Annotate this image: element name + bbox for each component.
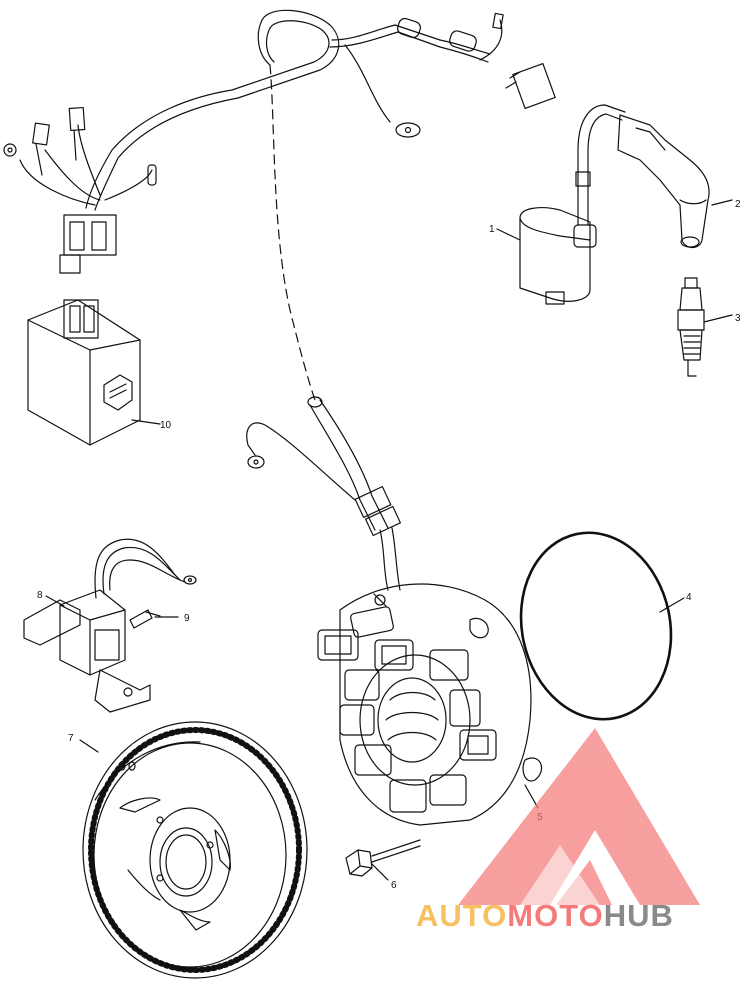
watermark-logo <box>458 728 700 905</box>
leader-4 <box>659 597 685 613</box>
spark-plug-cap <box>617 114 710 249</box>
o-ring <box>519 531 673 721</box>
spark-plug <box>677 277 705 377</box>
stator-coils <box>317 629 497 813</box>
watermark-auto: AUTO <box>416 898 508 933</box>
callout-6: 6 <box>391 880 397 891</box>
callout-1: 1 <box>489 224 495 235</box>
stator-bolt <box>345 839 421 877</box>
callout-labels: 1 2 3 4 5 6 7 8 9 10 <box>37 199 741 891</box>
stator-assembly <box>246 396 543 826</box>
leader-6 <box>371 863 389 881</box>
routing-dashed-line <box>269 64 316 401</box>
callout-8: 8 <box>37 590 43 601</box>
voltage-regulator <box>23 538 197 713</box>
callout-10: 10 <box>160 420 172 431</box>
leader-3 <box>703 314 733 323</box>
wiring-harness <box>3 9 556 274</box>
regulator-bolt <box>129 609 161 629</box>
leader-8 <box>45 595 65 607</box>
callout-2: 2 <box>735 199 741 210</box>
flywheel <box>82 721 308 979</box>
watermark-moto: MOTO <box>507 898 604 933</box>
ignition-coil <box>519 104 626 305</box>
watermark-hub: HUB <box>603 898 674 933</box>
leader-1 <box>496 228 521 241</box>
leader-5 <box>524 784 539 809</box>
callout-7: 7 <box>68 733 74 744</box>
leader-10 <box>131 419 161 425</box>
watermark-text: AUTOMOTOHUB <box>416 898 674 934</box>
cdi-box <box>27 299 141 446</box>
leader-7 <box>79 739 99 753</box>
callout-9: 9 <box>184 613 190 624</box>
watermark-triangle-icon <box>458 728 700 905</box>
leader-2 <box>711 199 733 206</box>
watermark-inner-triangle-icon <box>520 845 600 905</box>
callout-4: 4 <box>686 592 692 603</box>
callout-3: 3 <box>735 313 741 324</box>
